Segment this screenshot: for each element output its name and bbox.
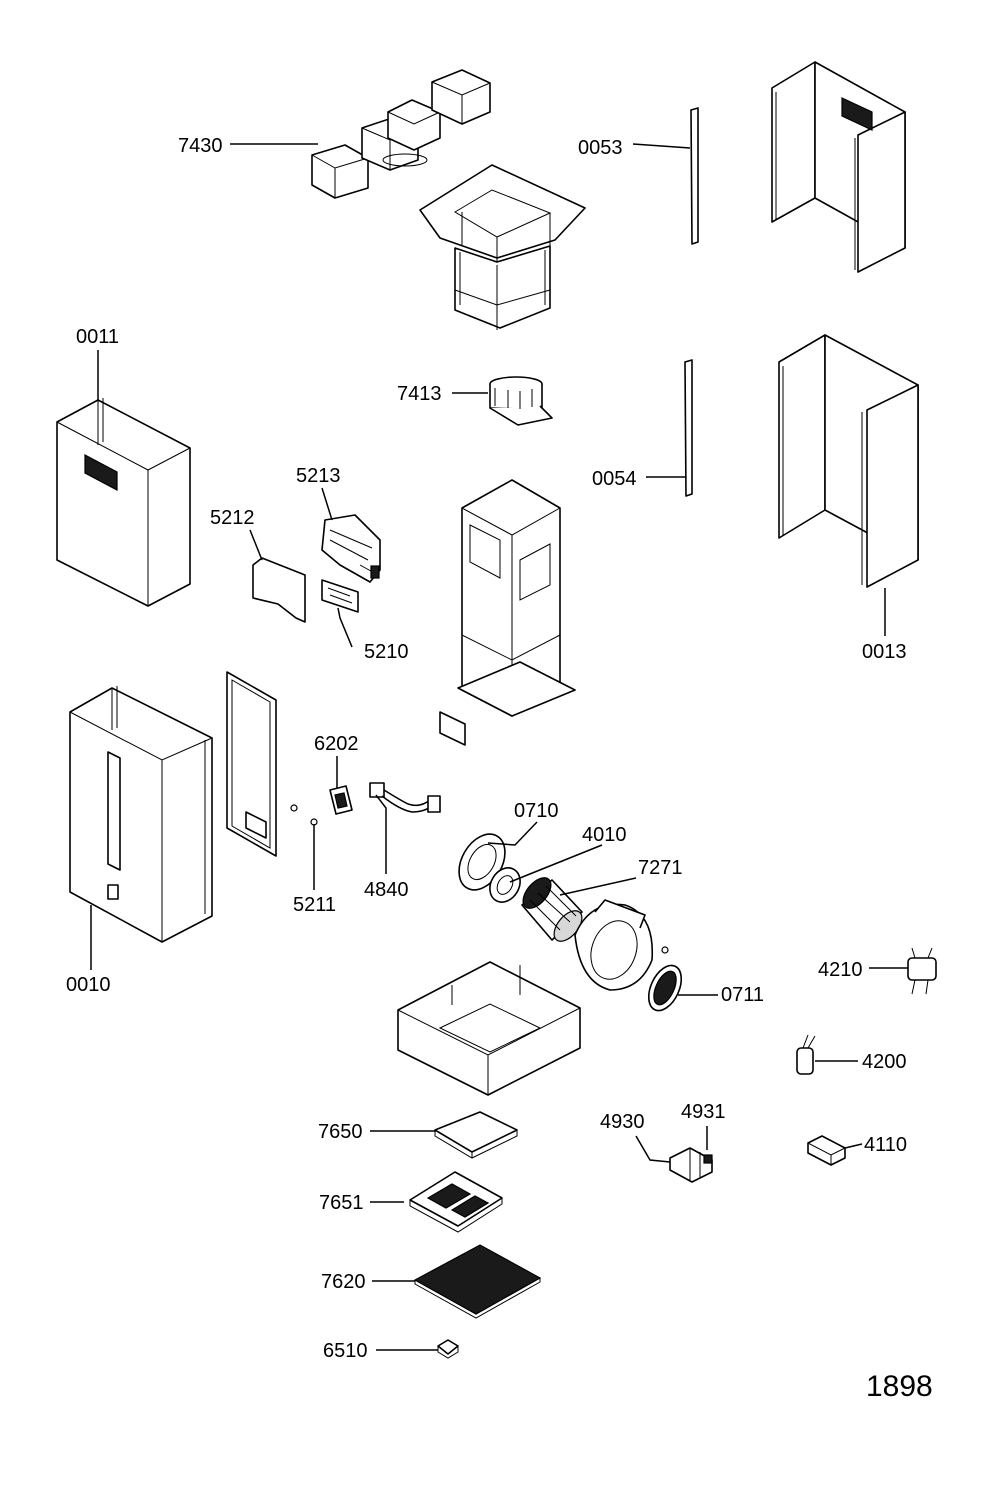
label-0011: 0011	[76, 326, 119, 348]
part-7620-grease-filter	[413, 1244, 542, 1319]
bottom-chassis	[397, 961, 581, 1096]
blower-scroll-housing	[574, 899, 654, 991]
part-6510-light-switch	[437, 1339, 459, 1359]
mounting-plate	[439, 711, 466, 746]
label-4200: 4200	[862, 1051, 907, 1073]
label-7650: 7650	[318, 1121, 363, 1143]
part-7430-duct-connectors	[311, 69, 491, 199]
label-0710: 0710	[514, 800, 559, 822]
label-5210: 5210	[364, 641, 409, 663]
page-number: 1898	[866, 1370, 933, 1403]
upper-chimney-cover	[771, 61, 906, 273]
label-4010: 4010	[582, 824, 627, 846]
part-5212-cover-plate	[252, 557, 306, 623]
rear-panel	[226, 671, 277, 857]
label-7620: 7620	[321, 1271, 366, 1293]
label-7430: 7430	[178, 135, 223, 157]
part-0053-trim-strip	[690, 107, 699, 245]
part-4210-capacitor	[907, 947, 937, 995]
label-7413: 7413	[397, 383, 442, 405]
part-4010-motor	[489, 867, 521, 903]
part-5213-electronic-box	[321, 514, 381, 583]
label-4931: 4931	[681, 1101, 726, 1123]
central-motor-housing	[457, 479, 576, 717]
label-7271: 7271	[638, 857, 683, 879]
label-4110: 4110	[864, 1134, 907, 1156]
label-6202: 6202	[314, 733, 359, 755]
part-6202-switch	[329, 785, 353, 815]
callout-leader-lines	[90, 143, 908, 1351]
top-mounting-frame	[419, 164, 586, 330]
label-0054: 0054	[592, 468, 637, 490]
label-4930: 4930	[600, 1111, 645, 1133]
part-0010-lower-cover	[69, 686, 213, 943]
part-0013-chimney-cover	[778, 334, 919, 588]
label-0013: 0013	[862, 641, 907, 663]
label-0053: 0053	[578, 137, 623, 159]
label-6510: 6510	[323, 1340, 368, 1362]
label-5211: 5211	[293, 894, 336, 916]
label-0010: 0010	[66, 974, 111, 996]
part-0011-front-cover	[56, 398, 191, 607]
part-0711-inlet-grille	[647, 946, 683, 1012]
callout-labels: 7430 0053 0011 7413 5213 5212 0054 5210 …	[66, 135, 933, 1403]
label-4210: 4210	[818, 959, 863, 981]
part-4930-lamp-holder	[669, 1147, 713, 1183]
part-5210-control-board	[321, 579, 359, 613]
part-7650-charcoal-filter	[434, 1111, 518, 1159]
part-4200-capacitor	[796, 1034, 816, 1075]
label-5213: 5213	[296, 465, 341, 487]
part-7413-air-outlet-collar	[489, 376, 553, 426]
part-4840-wiring-harness	[369, 782, 441, 813]
part-0054-trim-strip	[684, 359, 693, 497]
part-7651-filter-frame	[409, 1171, 503, 1233]
label-0711: 0711	[721, 984, 764, 1006]
label-4840: 4840	[364, 879, 409, 901]
part-5211-screws	[290, 804, 318, 826]
label-5212: 5212	[210, 507, 255, 529]
label-7651: 7651	[319, 1192, 364, 1214]
part-4110-lamp-transformer	[807, 1135, 846, 1166]
